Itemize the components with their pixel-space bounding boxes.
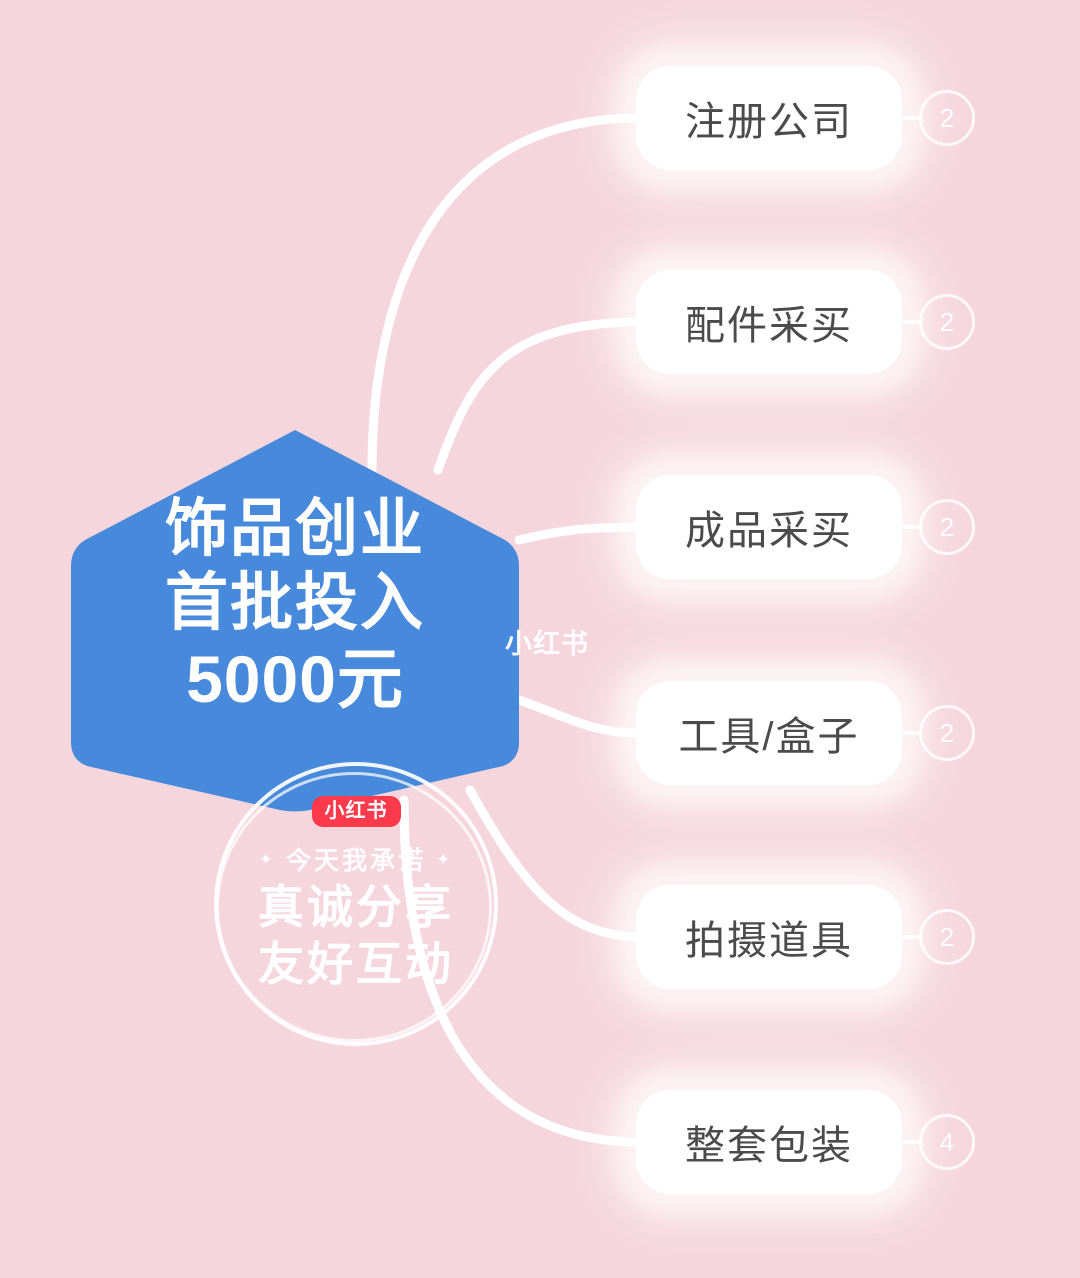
connector-to-node-5: [465, 785, 641, 942]
branch-stub-3: [902, 525, 922, 529]
branch-label-6: 整套包装: [685, 1124, 853, 1168]
branch-count-badge-5[interactable]: 2: [919, 909, 975, 965]
branch-count-2: 2: [939, 307, 955, 337]
branch-count-badge-2[interactable]: 2: [919, 294, 975, 350]
branch-node-3[interactable]: 成品采买 2: [636, 475, 975, 579]
branch-count-1: 2: [939, 103, 955, 133]
branch-node-6[interactable]: 整套包装 4: [636, 1090, 975, 1194]
branch-count-6: 4: [939, 1127, 955, 1157]
branch-label-3: 成品采买: [685, 509, 853, 553]
connector-to-node-2: [433, 317, 641, 475]
branch-count-4: 2: [939, 718, 955, 748]
branch-count-badge-6[interactable]: 4: [919, 1114, 975, 1170]
branch-stub-6: [902, 1140, 922, 1144]
branch-count-5: 2: [939, 922, 955, 952]
branch-count-3: 2: [939, 512, 955, 542]
center-hexagon-shape: [71, 430, 519, 812]
branch-label-2: 配件采买: [685, 304, 853, 348]
branch-count-badge-4[interactable]: 2: [919, 705, 975, 761]
connector-to-node-6: [399, 795, 641, 1147]
branch-count-badge-3[interactable]: 2: [919, 499, 975, 555]
branch-node-4[interactable]: 工具/盒子 2: [636, 681, 975, 785]
branch-stub-4: [902, 731, 922, 735]
branch-count-badge-1[interactable]: 2: [919, 90, 975, 146]
branch-label-5: 拍摄道具: [685, 919, 853, 963]
branch-label-1: 注册公司: [685, 100, 853, 144]
branch-node-1[interactable]: 注册公司 2: [636, 66, 975, 170]
branch-node-2[interactable]: 配件采买 2: [636, 270, 975, 374]
branch-stub-2: [902, 320, 922, 324]
branch-label-4: 工具/盒子: [678, 715, 860, 759]
connector-to-node-1: [367, 113, 641, 475]
branch-node-5[interactable]: 拍摄道具 2: [636, 885, 975, 989]
branch-stub-5: [902, 935, 922, 939]
connector-to-node-3: [514, 522, 641, 545]
branch-stub-1: [902, 116, 922, 120]
xiaohongshu-watermark-small: 小红书: [505, 629, 589, 659]
connector-to-node-4: [514, 695, 641, 738]
